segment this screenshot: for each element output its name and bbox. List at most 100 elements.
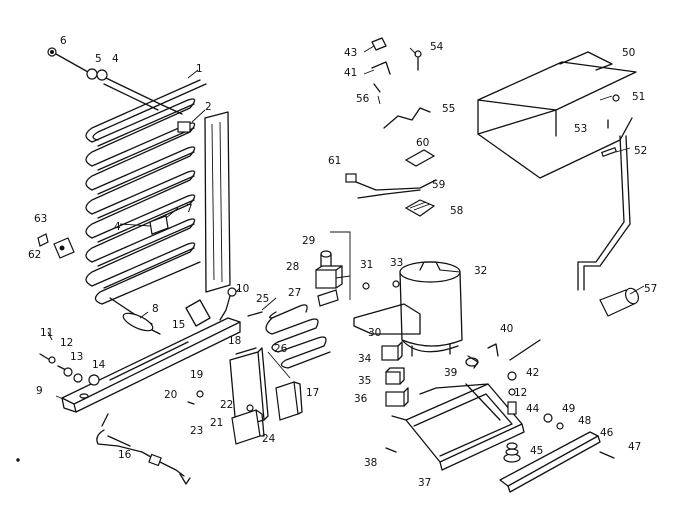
grommet-31 bbox=[362, 282, 370, 290]
callout-1: 1 bbox=[196, 63, 203, 75]
callout-63: 63 bbox=[34, 213, 47, 225]
relay-36 bbox=[385, 387, 409, 407]
callout-61: 61 bbox=[328, 155, 341, 167]
callout-6: 6 bbox=[60, 35, 67, 47]
fitting-part-10 bbox=[219, 287, 237, 321]
callout-28: 28 bbox=[286, 261, 299, 273]
callout-35: 35 bbox=[358, 375, 371, 387]
callout-12b: 12 bbox=[514, 387, 527, 399]
callout-13: 13 bbox=[70, 351, 83, 363]
callout-60: 60 bbox=[416, 137, 429, 149]
callout-27: 27 bbox=[288, 287, 301, 299]
callout-62: 62 bbox=[28, 249, 41, 261]
callout-55: 55 bbox=[442, 103, 455, 115]
base-pan bbox=[391, 383, 525, 471]
grommet-33 bbox=[392, 280, 400, 288]
callout-labels: 1 2 4 4 5 6 7 8 9 10 11 12 12 13 14 15 1… bbox=[28, 35, 657, 489]
callout-15: 15 bbox=[172, 319, 185, 331]
relay-17 bbox=[275, 381, 303, 421]
clamp-part bbox=[177, 121, 191, 133]
fastener-stack-42-44 bbox=[507, 371, 517, 415]
leader-lines bbox=[47, 45, 645, 401]
callout-5: 5 bbox=[95, 53, 102, 65]
screw-38 bbox=[385, 447, 397, 453]
callout-9: 9 bbox=[36, 385, 43, 397]
callout-4a: 4 bbox=[112, 53, 119, 65]
callout-31: 31 bbox=[360, 259, 373, 271]
screw-19-20 bbox=[187, 390, 204, 405]
callout-10: 10 bbox=[236, 283, 249, 295]
callout-23: 23 bbox=[190, 425, 203, 437]
callout-57: 57 bbox=[644, 283, 657, 295]
callout-51: 51 bbox=[632, 91, 645, 103]
callout-26: 26 bbox=[274, 343, 288, 355]
callout-42: 42 bbox=[526, 367, 539, 379]
suction-tube bbox=[577, 135, 631, 291]
callout-56: 56 bbox=[356, 93, 370, 105]
screw-40 bbox=[487, 343, 499, 357]
callout-24: 24 bbox=[262, 433, 276, 445]
pad-60 bbox=[404, 149, 436, 167]
mount-bracket-30 bbox=[353, 303, 421, 335]
callout-32: 32 bbox=[474, 265, 487, 277]
callout-53: 53 bbox=[574, 123, 587, 135]
protector-28 bbox=[315, 250, 343, 289]
callout-36: 36 bbox=[354, 393, 368, 405]
relay-34 bbox=[381, 341, 403, 361]
relay-35 bbox=[385, 367, 405, 385]
condenser-coil bbox=[85, 79, 231, 325]
bracket-27 bbox=[317, 289, 339, 307]
harness-29 bbox=[330, 231, 351, 300]
callout-45: 45 bbox=[530, 445, 543, 457]
callout-59: 59 bbox=[432, 179, 445, 191]
callout-50: 50 bbox=[622, 47, 635, 59]
inlet-tube bbox=[47, 47, 183, 115]
base-rail bbox=[61, 317, 241, 413]
bracket-55 bbox=[383, 107, 431, 129]
callout-2: 2 bbox=[205, 101, 212, 113]
callout-11: 11 bbox=[40, 327, 53, 339]
callout-12a: 12 bbox=[60, 337, 73, 349]
callout-19: 19 bbox=[190, 369, 203, 381]
callout-21: 21 bbox=[210, 417, 223, 429]
callout-22: 22 bbox=[220, 399, 233, 411]
compressor bbox=[399, 261, 463, 357]
callout-44: 44 bbox=[526, 403, 540, 415]
callout-8: 8 bbox=[152, 303, 159, 315]
callout-14: 14 bbox=[92, 359, 106, 371]
callout-38: 38 bbox=[364, 457, 377, 469]
fasteners-51-53 bbox=[600, 94, 620, 158]
bracket-39 bbox=[465, 355, 479, 369]
spring-45 bbox=[503, 442, 521, 463]
bracket-part bbox=[149, 215, 169, 235]
callout-20: 20 bbox=[164, 389, 177, 401]
callout-52: 52 bbox=[634, 145, 647, 157]
callout-25: 25 bbox=[256, 293, 269, 305]
callout-34: 34 bbox=[358, 353, 372, 365]
callout-46: 46 bbox=[600, 427, 614, 439]
callout-40: 40 bbox=[500, 323, 513, 335]
washers-48-49 bbox=[543, 413, 564, 430]
callout-18: 18 bbox=[228, 335, 241, 347]
callout-41: 41 bbox=[344, 67, 357, 79]
callout-4b: 4 bbox=[114, 221, 121, 233]
callout-49: 49 bbox=[562, 403, 575, 415]
callout-43: 43 bbox=[344, 47, 357, 59]
screw-56 bbox=[373, 83, 381, 93]
callout-39: 39 bbox=[444, 367, 457, 379]
bracket-part-15 bbox=[185, 299, 211, 327]
callout-17: 17 bbox=[306, 387, 319, 399]
stray-mark bbox=[16, 458, 20, 462]
callout-37: 37 bbox=[418, 477, 431, 489]
accumulator-57 bbox=[599, 287, 640, 317]
wire-harness bbox=[96, 413, 191, 485]
callout-48: 48 bbox=[578, 415, 591, 427]
clip-41 bbox=[371, 61, 391, 75]
clip-43 bbox=[371, 37, 387, 51]
callout-33: 33 bbox=[390, 257, 403, 269]
capillary-tube bbox=[265, 304, 331, 369]
bracket-62-63 bbox=[37, 233, 75, 259]
capacitor-21-24 bbox=[231, 404, 265, 445]
callout-54: 54 bbox=[430, 41, 444, 53]
